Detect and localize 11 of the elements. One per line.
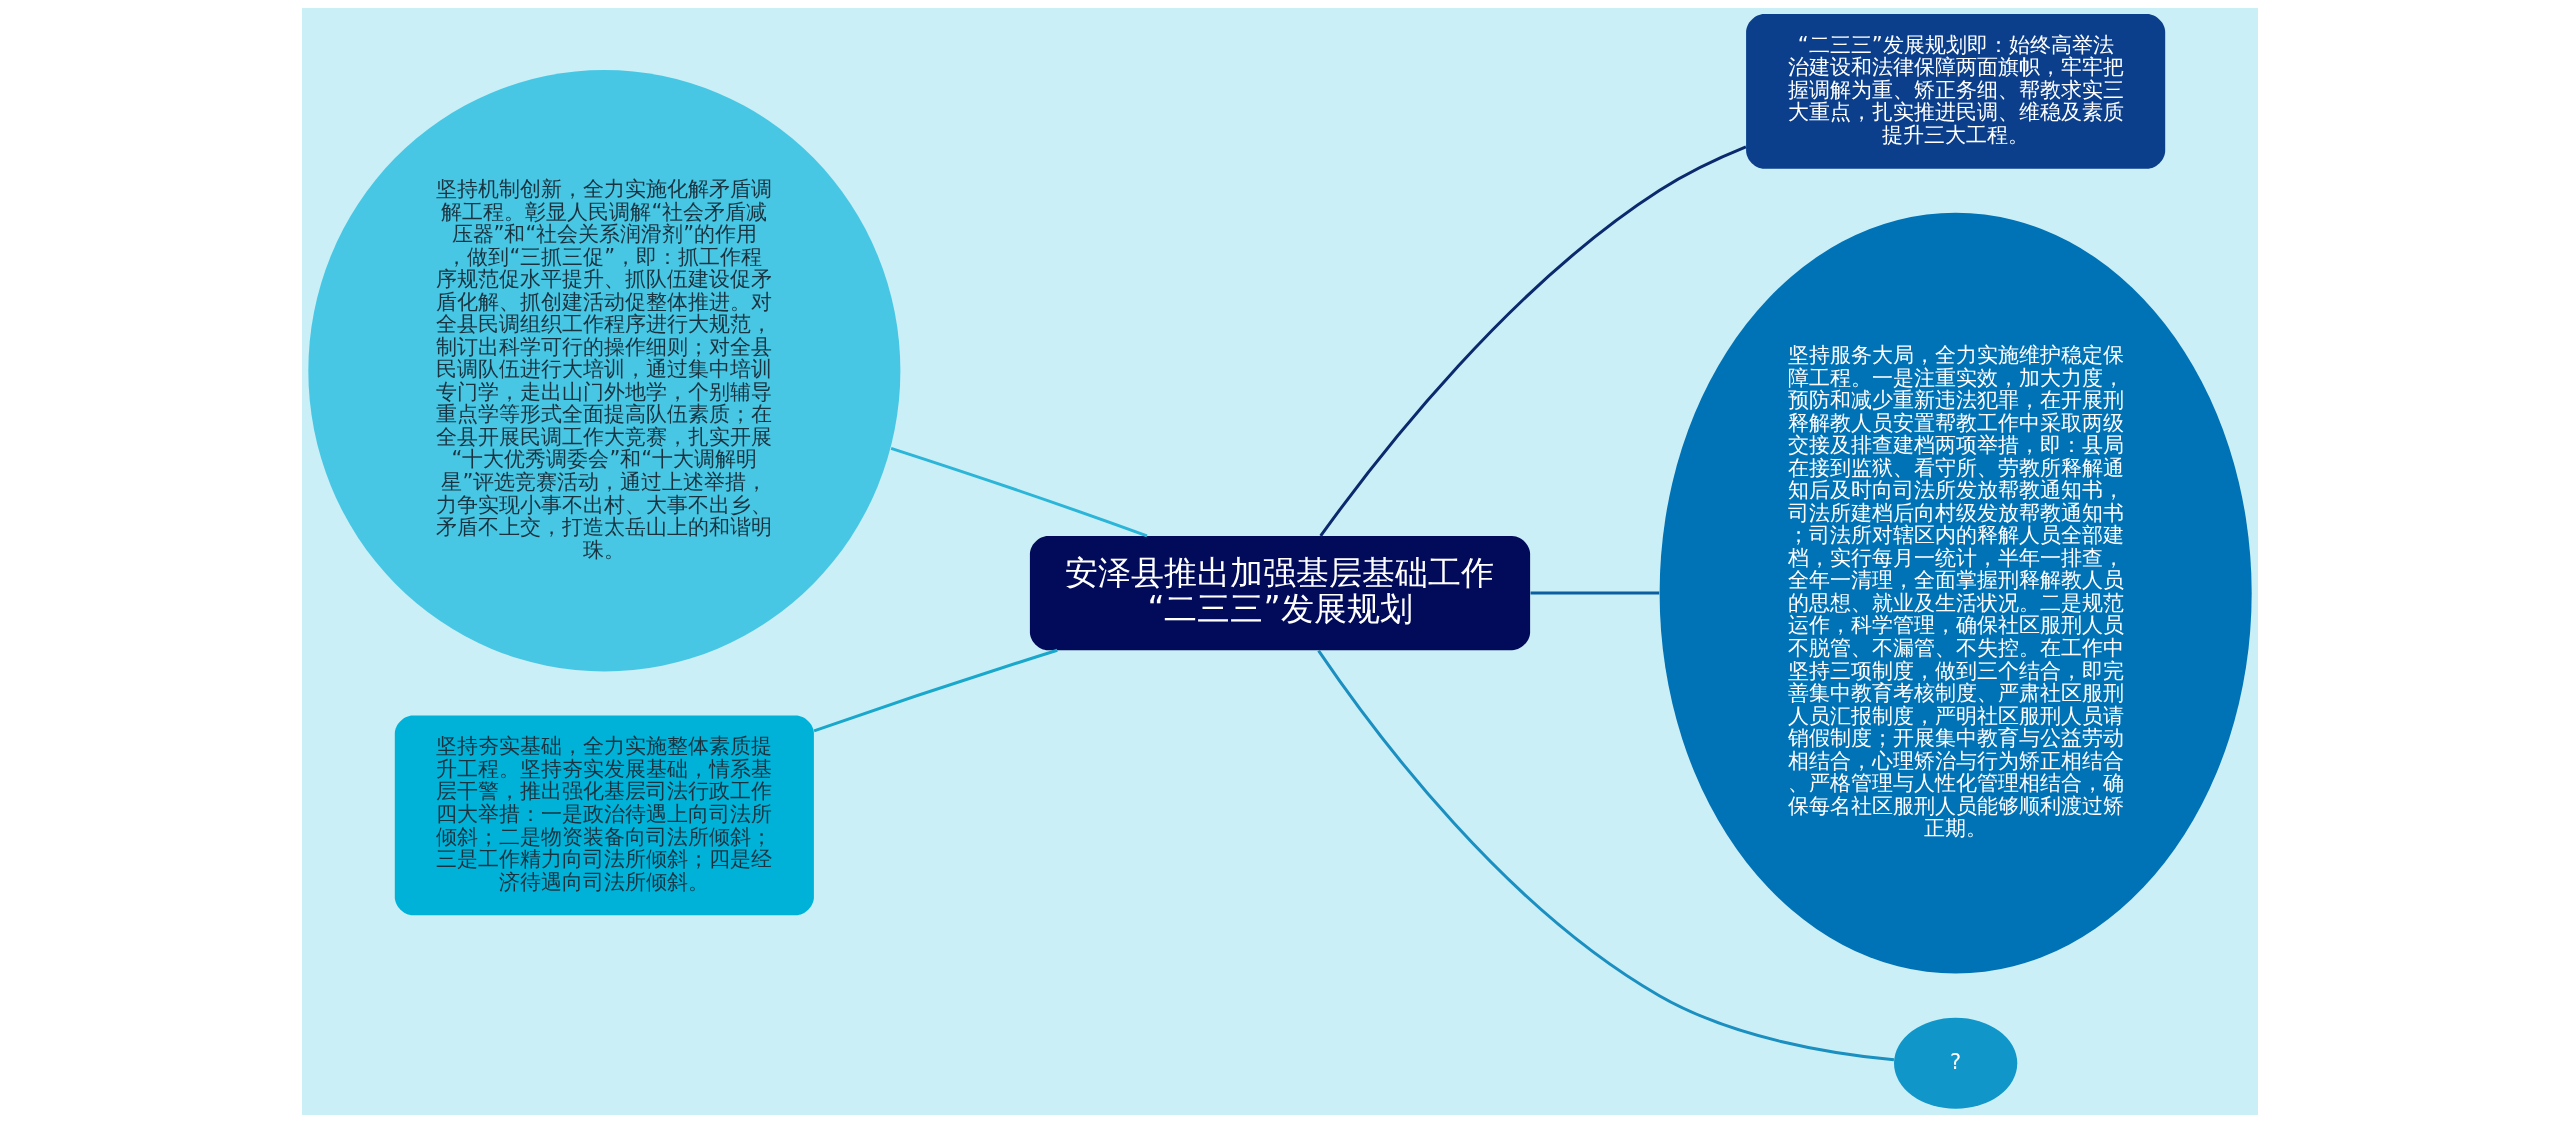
- node-box: “二三三”发展规划即：始终高举法治建设和法律保障两面旗帜，牢牢把握调解为重、矫正务细、帮教求实三大重点，扎实推进民调、维稳及素质提升三大工程。: [1746, 14, 2166, 169]
- connector: [813, 648, 1058, 733]
- connector: [1317, 649, 1895, 1062]
- node-box: 安泽县推出加强基层基础工作“二三三”发展规划: [1029, 536, 1531, 651]
- node-circle: 坚持机制创新，全力实施化解矛盾调解工程。彰显人民调解“社会矛盾减压器”和“社会关系润滑剂”的作用，做到“三抓三促”，即：抓工作程序规范促水平提升、抓队伍建设促矛盾化解、抓创建活动促整体推进。对全县民调组织工作程序进行大规范，制订出科学可行的操作细则；对全县民调队伍进行大培训，通过集中培训专门学，走出山门外地学，个别辅导重点学等形式全面提高队伍素质；在全县开展民调工作大竞赛，扎实开展“十大优秀调委会”和“十大调解明星”评选竞赛活动，通过上述举措，力争实现小事不出村、大事不出乡、矛盾不上交，打造太岳山上的和谐明珠。: [308, 70, 901, 672]
- connector: [890, 446, 1148, 538]
- connector: [1530, 591, 1660, 595]
- node-box: 坚持夯实基础，全力实施整体素质提升工程。坚持夯实发展基础，情系基层干警，推出强化基层司法行政工作四大举措：一是政治待遇上向司法所倾斜；二是物资装备向司法所倾斜；三是工作精力向司法所倾斜；四是经济待遇向司法所倾斜。: [394, 715, 814, 916]
- connector: [1319, 145, 1747, 537]
- node-ellipse: ?: [1894, 1017, 2018, 1109]
- node-ellipse: 坚持服务大局，全力实施维护稳定保障工程。一是注重实效，加大力度，预防和减少重新违法犯罪，在开展刑释解教人员安置帮教工作中采取两级交接及排查建档两项举措，即：县局在接到监狱、看守所、劳教所释解通知后及时向司法所发放帮教通知书，司法所建档后向村级发放帮教通知书；司法所对辖区内的释解人员全部建档，实行每月一统计，半年一排查，全年一清理，全面掌握刑释解教人员的思想、就业及生活状况。二是规范运作，科学管理，确保社区服刑人员不脱管、不漏管、不失控。在工作中坚持三项制度，做到三个结合，即完善集中教育考核制度、严肃社区服刑人员汇报制度，严明社区服刑人员请销假制度；开展集中教育与公益劳动相结合，心理矫治与行为矫正相结合、严格管理与人性化管理相结合，确保每名社区服刑人员能够顺利渡过矫正期。: [1659, 212, 2252, 974]
